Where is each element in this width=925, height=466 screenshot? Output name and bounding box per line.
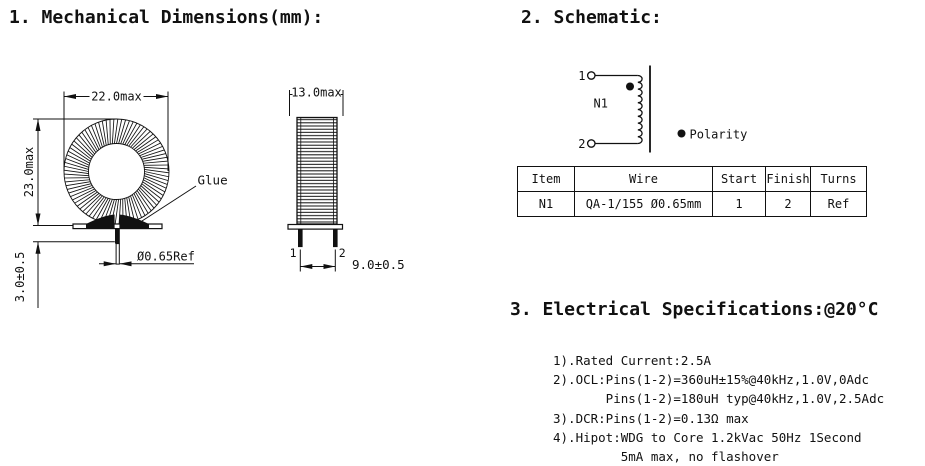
cell-turns: Ref: [827, 197, 850, 211]
glue-fillet-right: [119, 214, 149, 228]
schematic-pin2-number: 2: [578, 137, 585, 151]
spec-hipot-2: 5mA max, no flashover: [553, 449, 779, 465]
glue-leader-line: [141, 185, 197, 222]
col-header-start: Start: [713, 167, 766, 191]
spec-ocl-2: Pins(1-2)=180uH typ@40kHz,1.0V,2.5Adc: [553, 391, 885, 407]
pin1-number: 1: [290, 246, 297, 260]
pin-diameter-dim-label: Ø0.65Ref: [137, 250, 195, 264]
spec-dcr: 3).DCR:Pins(1-2)=0.13Ω max: [553, 410, 749, 426]
extension-lines: [33, 91, 169, 243]
terminal-1-circle: [586, 71, 596, 80]
toroid-winding: [63, 118, 170, 225]
cell-wire: QA-1/155 Ø0.65mm: [575, 192, 713, 216]
terminal-2-circle: [586, 139, 596, 148]
spec-rated-current: 1).Rated Current:2.5A: [553, 353, 712, 368]
spec-ocl-1: 2).OCL:Pins(1-2)=360uH±15%@40kHz,1.0V,0A…: [553, 372, 870, 388]
polarity-dot: [626, 82, 634, 91]
base-plate-side: [287, 223, 344, 230]
pin-shoulder-front: [115, 228, 120, 244]
winding-stack-side: [296, 116, 338, 225]
side-view: 13.0max 1 2 9.0±0.5: [287, 86, 405, 272]
winding-table: Item Wire Start Finish Turns N1 QA-1/155…: [517, 166, 867, 217]
spec-hipot-1: 4).Hipot:WDG to Core 1.2kVac 50Hz 1Secon…: [553, 429, 862, 445]
glue-fillet-left: [86, 214, 115, 228]
electrical-title: 3. Electrical Specifications:@20°C: [510, 299, 879, 320]
schematic-figure: 1 N1 2 Polarity: [578, 65, 748, 153]
glue-label: Glue: [198, 173, 228, 188]
front-view: 22.0max 23.0max 3.0±0.5 Ø0.65Ref Glue: [13, 89, 228, 308]
cell-finish: 2: [766, 192, 811, 216]
polarity-legend-label: Polarity: [690, 128, 748, 142]
front-height-dim-label: 23.0max: [22, 147, 36, 198]
toroid-core: [63, 118, 170, 225]
schematic-pin1-number: 1: [578, 69, 585, 83]
winding-label: N1: [594, 97, 608, 111]
side-width-dim-label: 13.0max: [291, 86, 342, 100]
cell-item: N1: [518, 192, 575, 216]
inductor-coil: [637, 74, 643, 145]
col-header-wire: Wire: [575, 167, 713, 191]
electrical-spec-list: 1).Rated Current:2.5A 2).OCL:Pins(1-2)=3…: [553, 351, 884, 466]
cell-start: 1: [713, 192, 766, 216]
winding-table-header-row: Item Wire Start Finish Turns: [518, 167, 866, 192]
col-header-finish: Finish: [766, 167, 811, 191]
dim-text-mask: [89, 89, 144, 102]
front-width-dim-label: 22.0max: [91, 90, 142, 104]
winding-table-data-row: N1 QA-1/155 Ø0.65mm 1 2 Ref: [518, 192, 866, 216]
pin-lead-front: [115, 243, 120, 265]
dim-text-mask: [292, 86, 341, 98]
pin2-side: [333, 229, 338, 248]
front-standoff-dim-label: 3.0±0.5: [13, 252, 27, 303]
schematic-title: 2. Schematic:: [521, 7, 662, 28]
mechanical-title: 1. Mechanical Dimensions(mm):: [9, 7, 324, 28]
pin1-side: [298, 229, 303, 248]
col-header-item: Item: [518, 167, 575, 191]
pin2-number: 2: [339, 246, 346, 260]
pin-pitch-dim-label: 9.0±0.5: [352, 257, 405, 272]
polarity-legend-dot: [677, 129, 686, 138]
col-header-turns: Turns: [820, 172, 857, 186]
